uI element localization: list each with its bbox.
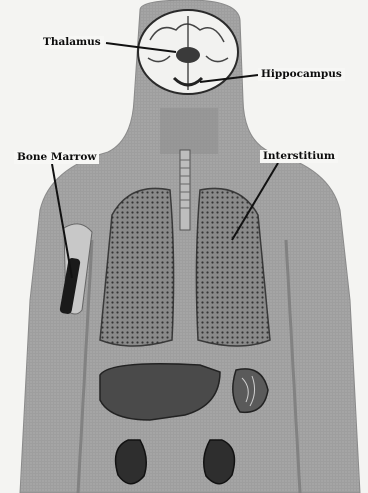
bone-marrow-label: Bone Marrow [14,151,99,164]
hippocampus-label: Hippocampus [258,68,345,81]
interstitium-label: Interstitium [260,150,338,163]
left-kidney [116,440,147,484]
thalamus-label: Thalamus [40,36,104,49]
right-kidney [204,440,235,484]
trachea [180,150,190,230]
brain [138,10,238,94]
thalamus-region [176,47,200,63]
